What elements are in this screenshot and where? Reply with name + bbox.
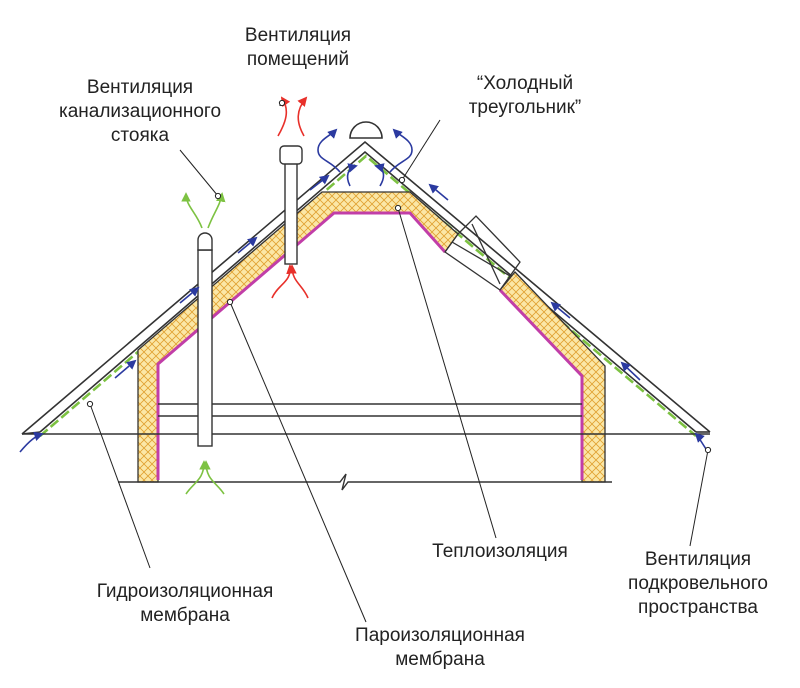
underroof-airflow-arrows: [19, 128, 709, 453]
label-line: пространства: [638, 597, 758, 618]
label-underroof-ventilation: Вентиляция подкровельного пространства: [608, 548, 788, 620]
label-line: помещений: [246, 49, 350, 70]
label-line: канализационного: [58, 101, 222, 122]
label-line: Вентиляция: [86, 77, 194, 98]
label-line: Пароизоляционная: [355, 625, 525, 646]
label-line: мембрана: [140, 605, 230, 626]
label-line: “Холодный: [476, 73, 574, 94]
label-insulation: Теплоизоляция: [400, 540, 600, 564]
label-line: мембрана: [395, 649, 485, 670]
leader-dots: [86, 99, 712, 454]
label-line: Теплоизоляция: [432, 541, 568, 562]
label-line: Вентиляция: [244, 25, 352, 46]
label-sewer-vent: Вентиляция канализационного стояка: [40, 76, 240, 148]
label-line: треугольник”: [468, 97, 582, 118]
leader-lines: [89, 104, 709, 623]
label-cold-triangle: “Холодный треугольник”: [440, 72, 610, 120]
ridge-cap: [349, 121, 383, 139]
roof-outline: [21, 140, 711, 435]
label-line: подкровельного: [628, 573, 768, 594]
cold-triangle-window: [444, 215, 521, 291]
label-line: Вентиляция: [644, 549, 752, 570]
label-waterproof-membrane: Гидроизоляционная мембрана: [60, 580, 310, 628]
sewer-air-arrows: [181, 192, 226, 495]
floor-ceiling-lines: [22, 403, 710, 491]
room-vent-pipe: [279, 145, 303, 265]
label-vapor-membrane: Пароизоляционная мембрана: [320, 624, 560, 672]
label-line: Гидроизоляционная: [96, 581, 274, 602]
label-room-ventilation: Вентиляция помещений: [228, 24, 368, 72]
sewer-vent-pipe: [197, 232, 213, 447]
vapor-membrane-line: [156, 211, 584, 480]
label-line: стояка: [110, 125, 170, 146]
